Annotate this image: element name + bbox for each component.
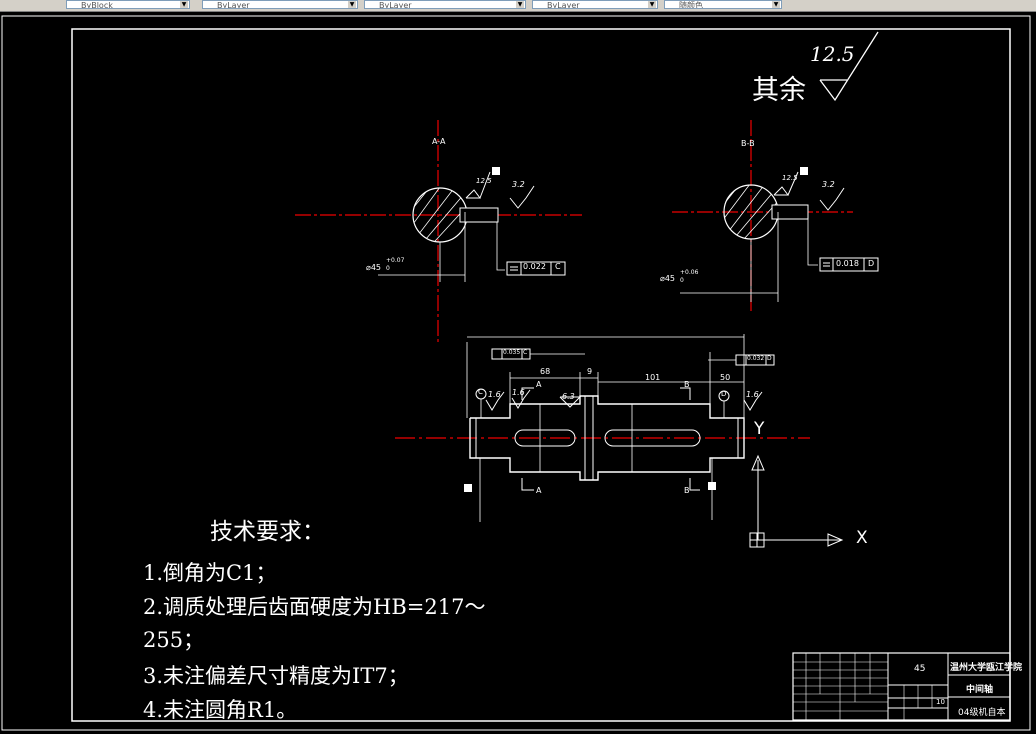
section-a-roughness-2: 12.5 — [476, 177, 492, 185]
drawing-border — [71, 28, 1011, 722]
dim-9: 9 — [587, 367, 593, 376]
tech-item-1: 1.倒角为C1； — [143, 561, 277, 585]
section-b-tol-lower: 0 — [680, 277, 684, 284]
roughness-16-right: 1.6 — [746, 390, 759, 399]
section-a-tol-upper: +0.07 — [386, 257, 405, 264]
section-b-diameter: ⌀45 — [660, 274, 675, 283]
section-a-fcf-ref: C — [555, 262, 561, 271]
drawing-canvas[interactable] — [0, 12, 1036, 734]
datum-c: C — [478, 388, 483, 396]
roughness-16-mid: 1.6 — [512, 388, 525, 397]
section-a-roughness: 3.2 — [512, 180, 525, 189]
chevron-down-icon[interactable]: ▼ — [348, 1, 356, 8]
ucs-y-label: Y — [754, 419, 765, 439]
tech-requirements-title: 技术要求： — [210, 519, 325, 545]
fcf-right-ref: D — [767, 355, 772, 362]
color-control-value: ByBlock — [81, 1, 113, 9]
title-block-school: 温州大学瓯江学院 — [950, 663, 1023, 673]
chevron-down-icon[interactable]: ▼ — [772, 1, 780, 8]
section-b-label: B-B — [741, 139, 755, 148]
linetype-control[interactable]: ByLayer ▼ — [202, 0, 358, 9]
ucs-icon — [749, 454, 844, 548]
section-cut-a-bottom: A — [536, 486, 542, 495]
section-cut-a-top: A — [536, 380, 542, 389]
datum-d: D — [721, 390, 727, 398]
dim-68: 68 — [540, 367, 551, 376]
dim-50: 50 — [720, 373, 731, 382]
section-b-tol-upper: +0.06 — [680, 269, 699, 276]
title-block-drawing-no: 04级机自本 — [958, 708, 1006, 718]
section-b-roughness: 3.2 — [822, 180, 835, 189]
section-a-a[interactable] — [295, 120, 582, 342]
section-cut-b-bottom: B — [684, 486, 690, 495]
section-b-fcf-value: 0.018 — [836, 259, 859, 268]
plotstyle-table-value: 随颜色 — [679, 1, 703, 9]
drawing-frame — [1, 15, 1031, 731]
section-a-diameter: ⌀45 — [366, 263, 381, 272]
tech-item-2: 2.调质处理后齿面硬度为HB=217～ — [143, 595, 486, 619]
section-b-roughness-2: 12.5 — [782, 174, 798, 182]
section-a-label: A-A — [432, 137, 446, 146]
section-b-fcf-ref: D — [868, 259, 875, 268]
title-block-material: 45 — [914, 664, 926, 674]
section-a-tol-lower: 0 — [386, 265, 390, 272]
roughness-16-left: 1.6 — [488, 390, 501, 399]
tech-item-4: 4.未注圆角R1。 — [143, 698, 298, 722]
color-control[interactable]: ByBlock ▼ — [66, 0, 190, 9]
shaft-front-view[interactable] — [395, 334, 810, 522]
plotstyle-control-value: ByLayer — [547, 1, 580, 9]
roughness-label: 其余 — [752, 75, 806, 106]
section-b-b[interactable] — [672, 120, 879, 314]
plotstyle-table[interactable]: 随颜色 ▼ — [664, 0, 782, 9]
plotstyle-control[interactable]: ByLayer ▼ — [532, 0, 658, 9]
title-block-scale: 10 — [936, 698, 945, 706]
tech-item-2-cont: 255； — [143, 628, 205, 652]
fcf-left-ref: C — [523, 349, 528, 356]
lineweight-control-value: ByLayer — [379, 1, 412, 9]
title-block-part-name: 中间轴 — [966, 685, 994, 695]
chevron-down-icon[interactable]: ▼ — [180, 1, 188, 8]
section-cut-b-top: B — [684, 380, 690, 389]
title-block — [792, 652, 1011, 721]
chevron-down-icon[interactable]: ▼ — [648, 1, 656, 8]
fcf-left-value: 0.035 — [503, 349, 521, 356]
properties-toolbar: ByBlock ▼ ByLayer ▼ ByLayer ▼ ByLayer ▼ … — [0, 0, 1036, 12]
lineweight-control[interactable]: ByLayer ▼ — [364, 0, 526, 9]
roughness-63: 6.3 — [562, 392, 575, 401]
tech-item-3: 3.未注偏差尺寸精度为IT7； — [143, 664, 409, 688]
ucs-x-label: X — [856, 528, 868, 548]
roughness-symbol — [819, 31, 879, 102]
section-a-fcf-value: 0.022 — [523, 262, 546, 271]
roughness-value: 12.5 — [810, 42, 855, 66]
linetype-control-value: ByLayer — [217, 1, 250, 9]
fcf-right-value: 0.032 — [747, 355, 765, 362]
chevron-down-icon[interactable]: ▼ — [516, 1, 524, 8]
dim-101: 101 — [645, 373, 661, 382]
